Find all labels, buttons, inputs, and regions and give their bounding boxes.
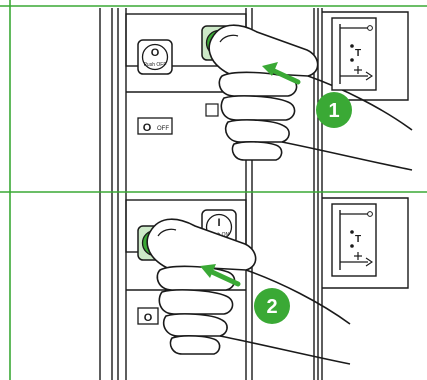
diagram-letter: T <box>355 234 361 245</box>
status-indicator-bottom: O <box>138 308 158 324</box>
step-number: 1 <box>328 100 339 122</box>
diagram-letter: T <box>355 48 361 59</box>
sensor-box <box>206 104 218 116</box>
indicator-symbol: O <box>143 122 152 134</box>
off-symbol: O <box>151 47 160 59</box>
push-off-button[interactable]: O Push OFF <box>138 40 172 74</box>
step-badge-1: 1 <box>316 92 352 128</box>
panel-bottom: I Push ON O 2 T <box>0 192 427 380</box>
switch-diagram-icon: T <box>332 204 376 276</box>
indicator-label: OFF <box>157 126 169 132</box>
switch-diagram-icon: T <box>332 18 376 90</box>
status-indicator-top: O OFF <box>138 118 172 134</box>
on-symbol: I <box>217 217 220 229</box>
step-number: 2 <box>266 296 277 318</box>
indicator-symbol: O <box>144 312 153 324</box>
off-label: Push OFF <box>144 62 167 68</box>
step-badge-2: 2 <box>254 288 290 324</box>
panel-top: O Push OFF O OFF 1 <box>0 0 427 192</box>
